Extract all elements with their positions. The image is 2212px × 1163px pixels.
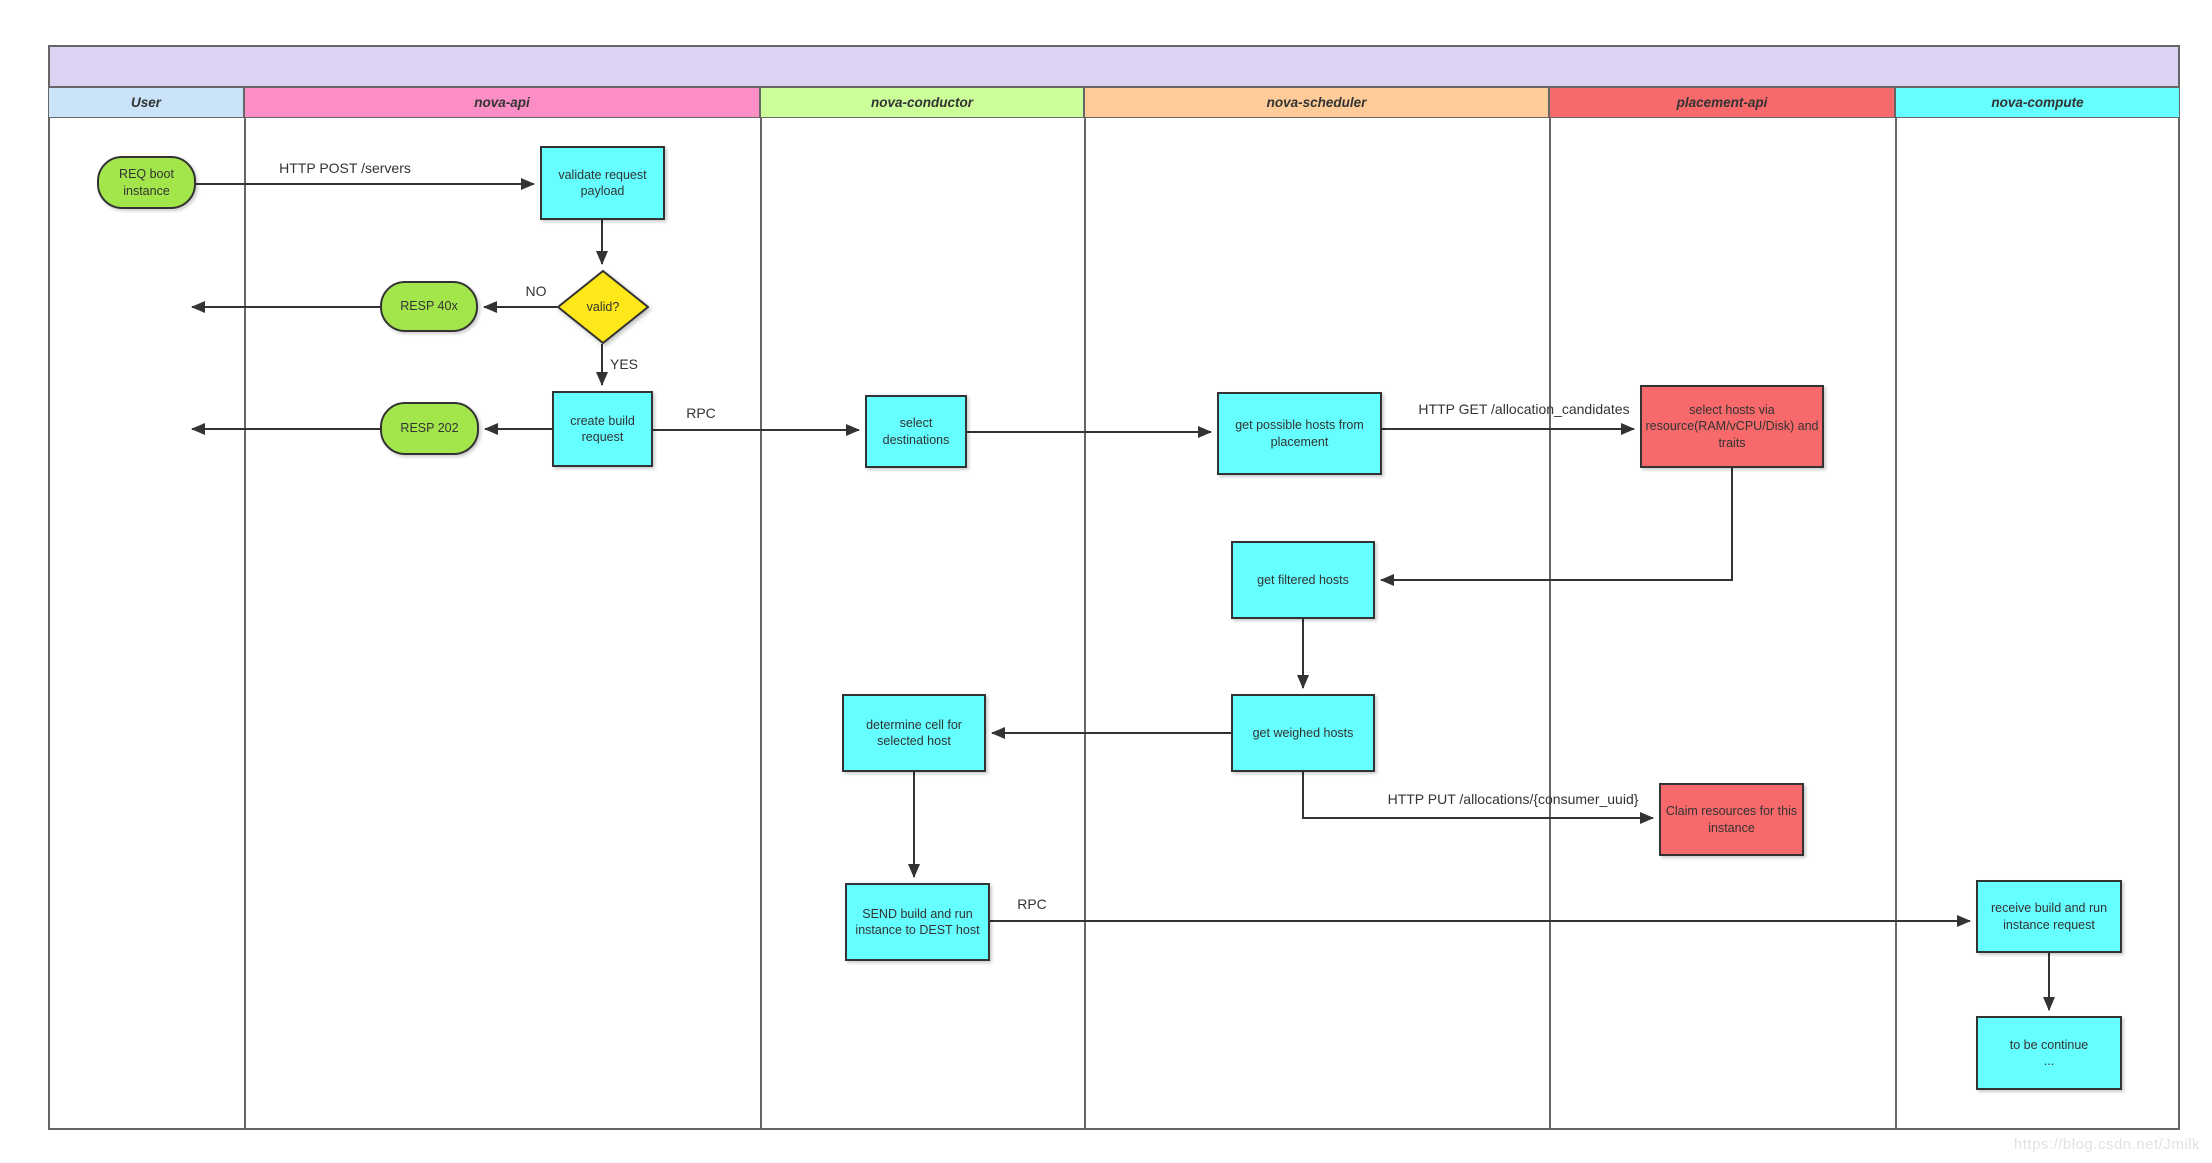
lane-header-nova-compute: nova-compute bbox=[1895, 87, 2180, 118]
lane-divider-placement-api bbox=[1549, 118, 1551, 1130]
flow-node-claim-resources: Claim resources for this instance bbox=[1659, 783, 1804, 856]
lane-header-nova-api: nova-api bbox=[244, 87, 760, 118]
flow-node-validate-request: validate request payload bbox=[540, 146, 665, 220]
flow-node-label: valid? bbox=[586, 299, 620, 314]
flow-node-to-be-continue: to be continue ... bbox=[1976, 1016, 2122, 1090]
connector-label-send-to-receive: RPC bbox=[1017, 896, 1047, 912]
connector-label-possible-to-selecthosts: HTTP GET /allocation_candidates bbox=[1418, 401, 1630, 417]
connector-label-weighed-to-claim: HTTP PUT /allocations/{consumer_uuid} bbox=[1387, 791, 1639, 807]
lane-divider-nova-compute bbox=[1895, 118, 1897, 1130]
lane-header-placement-api: placement-api bbox=[1549, 87, 1895, 118]
watermark-url: https://blog.csdn.net/Jmilk bbox=[2013, 1136, 2200, 1153]
swimlane-pool bbox=[48, 45, 2180, 1130]
lane-header-user: User bbox=[48, 87, 244, 118]
flow-node-get-possible-hosts: get possible hosts from placement bbox=[1217, 392, 1382, 475]
flow-node-determine-cell: determine cell for selected host bbox=[842, 694, 986, 772]
lane-header-nova-conductor: nova-conductor bbox=[760, 87, 1084, 118]
connector-label-valid-no-to-resp40x: NO bbox=[525, 283, 547, 299]
flow-node-resp-40x: RESP 40x bbox=[380, 281, 478, 332]
flow-node-valid-decision: valid? bbox=[557, 270, 649, 344]
lane-divider-nova-scheduler bbox=[1084, 118, 1086, 1130]
pool-title-band bbox=[48, 45, 2180, 87]
flow-node-receive-build-and-run: receive build and run instance request bbox=[1976, 880, 2122, 953]
lane-divider-nova-conductor bbox=[760, 118, 762, 1130]
flow-node-create-build-request: create build request bbox=[552, 391, 653, 467]
connector-label-create-to-selectdest: RPC bbox=[686, 405, 716, 421]
flow-node-get-filtered-hosts: get filtered hosts bbox=[1231, 541, 1375, 619]
flow-node-select-destinations: select destinations bbox=[865, 395, 967, 468]
flow-node-select-hosts-via-resource: select hosts via resource(RAM/vCPU/Disk)… bbox=[1640, 385, 1824, 468]
lane-header-nova-scheduler: nova-scheduler bbox=[1084, 87, 1549, 118]
connector-label-valid-yes-to-create: YES bbox=[609, 356, 639, 372]
flow-node-resp-202: RESP 202 bbox=[380, 402, 479, 455]
flow-node-req-boot-instance: REQ boot instance bbox=[97, 156, 196, 209]
lane-divider-nova-api bbox=[244, 118, 246, 1130]
flow-node-send-build-and-run: SEND build and run instance to DEST host bbox=[845, 883, 990, 961]
flow-node-get-weighed-hosts: get weighed hosts bbox=[1231, 694, 1375, 772]
connector-label-req-to-validate: HTTP POST /servers bbox=[279, 160, 411, 176]
